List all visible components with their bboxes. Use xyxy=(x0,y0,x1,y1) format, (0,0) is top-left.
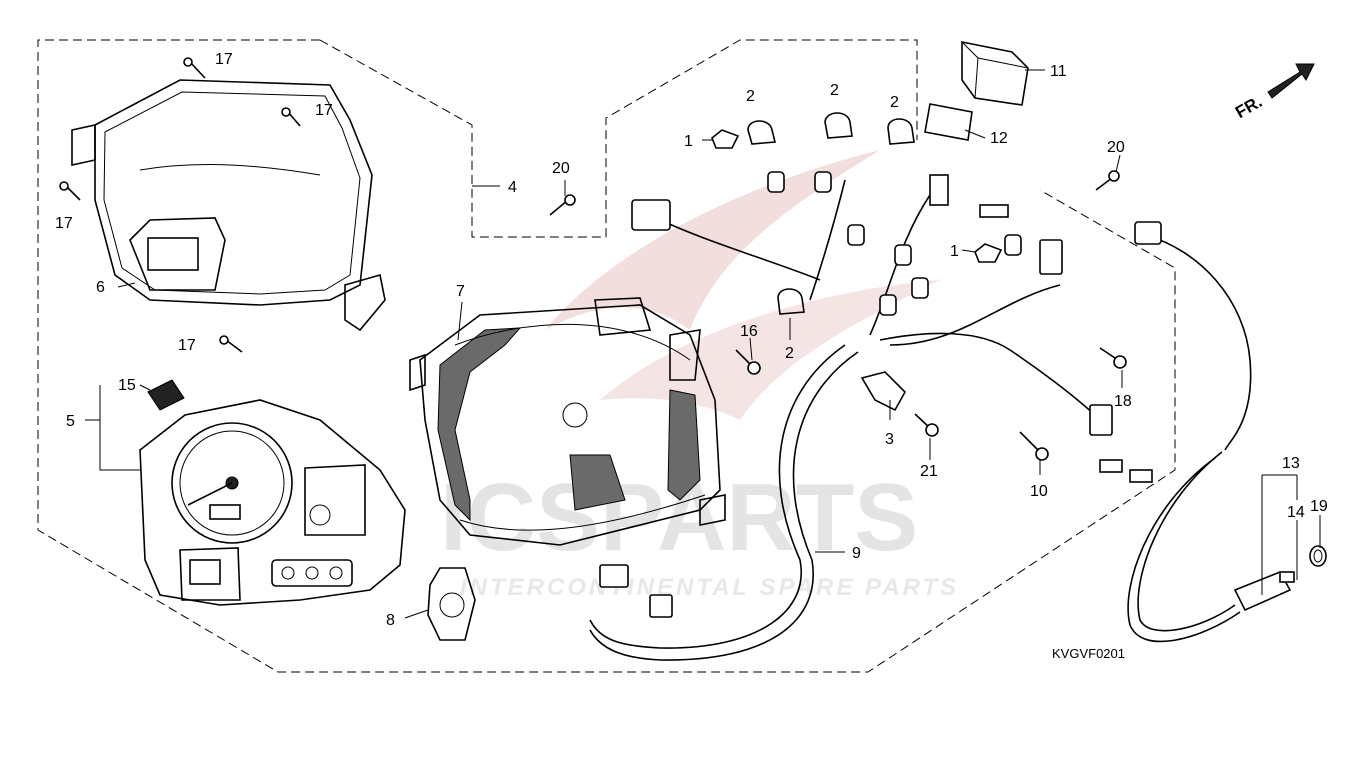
relay-cushion xyxy=(924,103,973,141)
screws xyxy=(59,57,1127,461)
callout-17c: 17 xyxy=(55,215,73,232)
callout-12: 12 xyxy=(990,130,1008,147)
meter-upper-case xyxy=(71,79,386,332)
callout-5: 5 xyxy=(66,413,75,430)
leader-lines xyxy=(85,69,1321,619)
callout-14: 14 xyxy=(1287,504,1305,521)
clamp xyxy=(860,371,906,412)
callout-16: 16 xyxy=(740,323,758,340)
callout-1a: 1 xyxy=(684,133,693,150)
bulb-sockets xyxy=(767,171,1022,316)
callout-20b: 20 xyxy=(1107,139,1125,156)
callout-11: 11 xyxy=(1050,63,1067,80)
diagram-code: KVGVF0201 xyxy=(1052,646,1125,661)
emblem xyxy=(147,379,185,411)
callout-7: 7 xyxy=(456,283,465,300)
front-direction-arrow: FR. xyxy=(1232,63,1315,122)
front-direction-label: FR. xyxy=(1232,92,1265,122)
callout-18: 18 xyxy=(1114,393,1132,410)
callout-9: 9 xyxy=(852,545,861,562)
callout-4: 4 xyxy=(508,179,517,196)
group-outline-top xyxy=(319,39,918,238)
callout-19: 19 xyxy=(1310,498,1328,515)
watermark-logo-swoosh xyxy=(545,150,880,330)
meter-assembly xyxy=(139,399,406,606)
callout-6: 6 xyxy=(96,279,105,296)
relay xyxy=(961,41,1029,106)
callout-2a: 2 xyxy=(746,88,755,105)
callout-10: 10 xyxy=(1030,483,1048,500)
watermark-logo-swoosh-2 xyxy=(600,280,940,420)
bulbs xyxy=(711,112,1003,315)
indicator-plate xyxy=(427,567,476,641)
callout-1b: 1 xyxy=(950,243,959,260)
group-outline-left xyxy=(37,39,1176,673)
wire-harness xyxy=(589,174,1153,661)
callout-2b: 2 xyxy=(830,82,839,99)
callouts: 17 17 17 17 6 15 5 8 7 4 20 1 2 2 2 2 16… xyxy=(55,51,1328,629)
callout-2d: 2 xyxy=(785,345,794,362)
callout-20a: 20 xyxy=(552,160,570,177)
watermark-tagline: INTERCONTINENTAL SPARE PARTS xyxy=(460,574,959,601)
callout-21: 21 xyxy=(920,463,938,480)
callout-8: 8 xyxy=(386,612,395,629)
callout-17a: 17 xyxy=(215,51,233,68)
watermark: ICSPARTS INTERCONTINENTAL SPARE PARTS xyxy=(440,150,959,601)
callout-3: 3 xyxy=(885,431,894,448)
speedometer-cable xyxy=(1127,221,1327,643)
indicator-plate-hole xyxy=(439,592,465,618)
callout-2c: 2 xyxy=(890,94,899,111)
callout-13: 13 xyxy=(1282,455,1300,472)
meter-lower-case xyxy=(409,297,726,546)
callout-17b: 17 xyxy=(315,102,333,119)
callout-17d: 17 xyxy=(178,337,196,354)
callout-15: 15 xyxy=(118,377,136,394)
